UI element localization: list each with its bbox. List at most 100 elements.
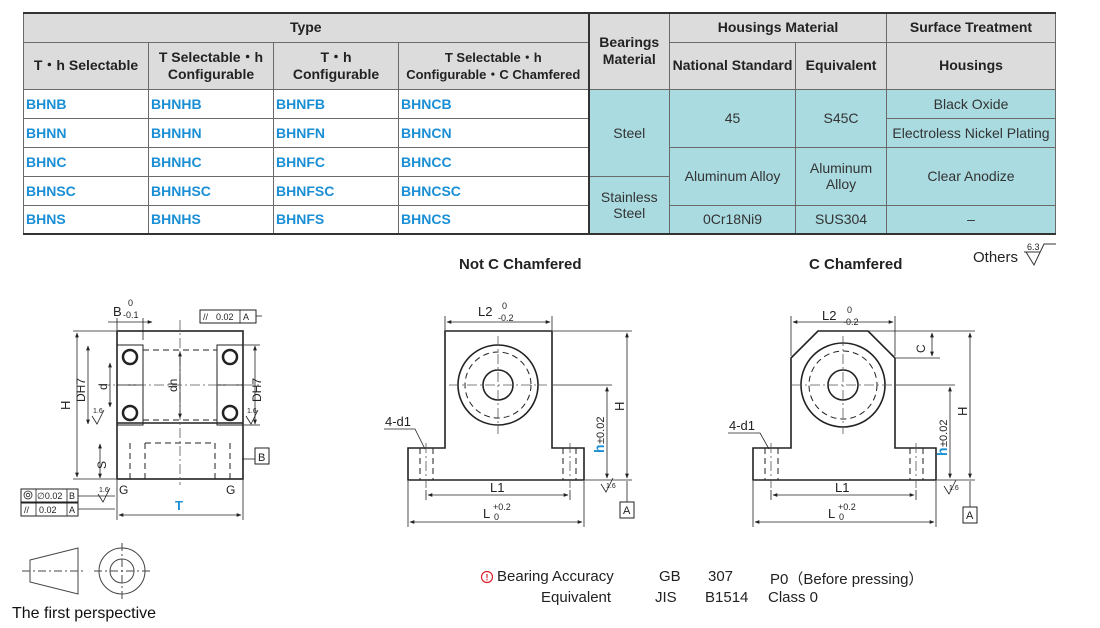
bearing-accuracy-label: Bearing Accuracy xyxy=(497,568,614,585)
c-h-cap-label: H xyxy=(955,407,970,416)
g-right-label: G xyxy=(226,483,235,497)
cell: BHNFS xyxy=(273,204,399,235)
national-45: 45 xyxy=(669,88,797,148)
others-label: Others xyxy=(973,249,1018,266)
cell: BHNCS xyxy=(397,204,590,235)
cell: BHNSC xyxy=(23,175,149,206)
cell: BHNHC xyxy=(148,146,274,177)
c-l2-label: L2 xyxy=(822,308,836,323)
c-datum-a: A xyxy=(966,510,974,522)
not-c-centerlines xyxy=(425,336,571,488)
equivalent-aluminum: Aluminum Alloy xyxy=(795,146,888,206)
first-angle-projection-icon xyxy=(22,543,150,599)
cell: BHNCN xyxy=(397,117,590,148)
datum-a-mid: A xyxy=(623,505,631,517)
national-0cr18ni9: 0Cr18Ni9 xyxy=(669,204,797,235)
l-tol-top: +0.2 xyxy=(493,502,511,512)
warning-icon xyxy=(480,570,494,584)
class0-label: Class 0 xyxy=(768,589,819,606)
cell: BHNFN xyxy=(273,117,399,148)
b-tol-top: 0 xyxy=(128,298,133,308)
t-label: T xyxy=(175,498,183,513)
c-h-tol-label: ±0.02 xyxy=(938,420,950,447)
col-header-1: T・h Selectable xyxy=(23,41,149,90)
par-tol-bottom: 0.02 xyxy=(39,505,57,515)
equivalent-sus304: SUS304 xyxy=(795,204,888,235)
national-aluminum: Aluminum Alloy xyxy=(669,146,797,206)
datum-b-box-label: B xyxy=(258,452,265,464)
gb-label: GB xyxy=(659,568,681,585)
c-chamfer-label: C xyxy=(914,344,928,353)
bearing-material-stainless: Stainless Steel xyxy=(587,175,671,235)
d-label: d xyxy=(96,383,110,390)
cell: BHNB xyxy=(23,88,149,119)
rough-3: 1.6 xyxy=(99,487,109,494)
section-dimensions xyxy=(20,309,270,520)
clear-anodize: Clear Anodize xyxy=(886,146,1057,206)
electroless-nickel: Electroless Nickel Plating xyxy=(886,117,1057,148)
c-rough: 1.6 xyxy=(949,485,959,492)
equivalent-label: Equivalent xyxy=(541,589,612,606)
col-header-2: T Selectable・h Configurable xyxy=(148,41,274,90)
col-header-3: T・h Configurable xyxy=(273,41,399,90)
cell: BHNS xyxy=(23,204,149,235)
par-datum-bottom: A xyxy=(69,505,75,515)
c-centerlines xyxy=(770,336,917,488)
b-dim-label: B xyxy=(113,304,122,319)
surface-treatment-header: Surface Treatment xyxy=(886,12,1057,43)
others-roughness-value: 6.3 xyxy=(1027,242,1040,252)
roughness-symbol xyxy=(1024,243,1056,267)
equivalent-header: Equivalent xyxy=(795,41,888,90)
not-c-dimensions xyxy=(384,316,635,527)
national-standard-header: National Standard xyxy=(669,41,797,90)
c-chamfered-title: C Chamfered xyxy=(809,256,902,273)
c-l2-tol-top: 0 xyxy=(847,305,852,315)
l2-label: L2 xyxy=(478,304,492,319)
housings-material-header: Housings Material xyxy=(669,12,888,43)
c-l-label: L xyxy=(828,506,835,521)
h-dim-label: H xyxy=(58,401,73,410)
cell: BHNHN xyxy=(148,117,274,148)
cell: BHNHSC xyxy=(148,175,274,206)
four-d1-label: 4-d1 xyxy=(385,414,411,429)
black-oxide: Black Oxide xyxy=(886,88,1057,119)
l1-label: L1 xyxy=(490,480,504,495)
bearing-balls xyxy=(121,348,239,422)
p0-label: P0（Before pressing） xyxy=(770,571,924,588)
warning-icon-glyph: ! xyxy=(486,573,489,583)
h-cap-label: H xyxy=(612,402,627,411)
cell: BHNCB xyxy=(397,88,590,119)
l-tol-bot: 0 xyxy=(494,512,499,522)
cell: BHNFB xyxy=(273,88,399,119)
spec-table: Type Bearings Material Housings Material… xyxy=(22,12,1057,235)
c-four-d1-label: 4-d1 xyxy=(729,418,755,433)
n307-label: 307 xyxy=(708,568,734,585)
dh-label: dh xyxy=(166,379,180,392)
c-dimensions xyxy=(728,316,978,527)
c-l2-tol-bot: -0.2 xyxy=(843,317,859,327)
not-c-chamfered-title: Not C Chamfered xyxy=(459,256,582,273)
conc-datum: B xyxy=(69,491,75,501)
c-h-small-label: h xyxy=(934,447,950,456)
dh7-right: DH7 xyxy=(250,378,264,402)
par-tol-top: 0.02 xyxy=(216,312,234,322)
housings-header: Housings xyxy=(886,41,1057,90)
surface-dash: – xyxy=(886,204,1057,235)
c-l-tol-top: +0.2 xyxy=(838,502,856,512)
c-l1-label: L1 xyxy=(835,480,849,495)
bearing-material-steel: Steel xyxy=(587,88,671,177)
cell: BHNHS xyxy=(148,204,274,235)
l-label: L xyxy=(483,506,490,521)
l2-tol-top: 0 xyxy=(502,301,507,311)
dh7-left: DH7 xyxy=(74,378,88,402)
c-l-tol-bot: 0 xyxy=(839,512,844,522)
cell: BHNCC xyxy=(397,146,590,177)
cell: BHNFC xyxy=(273,146,399,177)
parallel-symbol-2: // xyxy=(24,505,30,515)
col-header-4: T Selectable・h Configurable・C Chamfered xyxy=(397,41,590,90)
rough-marks-left xyxy=(91,409,259,503)
rough-1: 1.6 xyxy=(93,408,103,415)
par-datum-top: A xyxy=(243,312,249,322)
h-small-label: h xyxy=(591,444,607,453)
parallel-symbol: // xyxy=(203,312,209,322)
